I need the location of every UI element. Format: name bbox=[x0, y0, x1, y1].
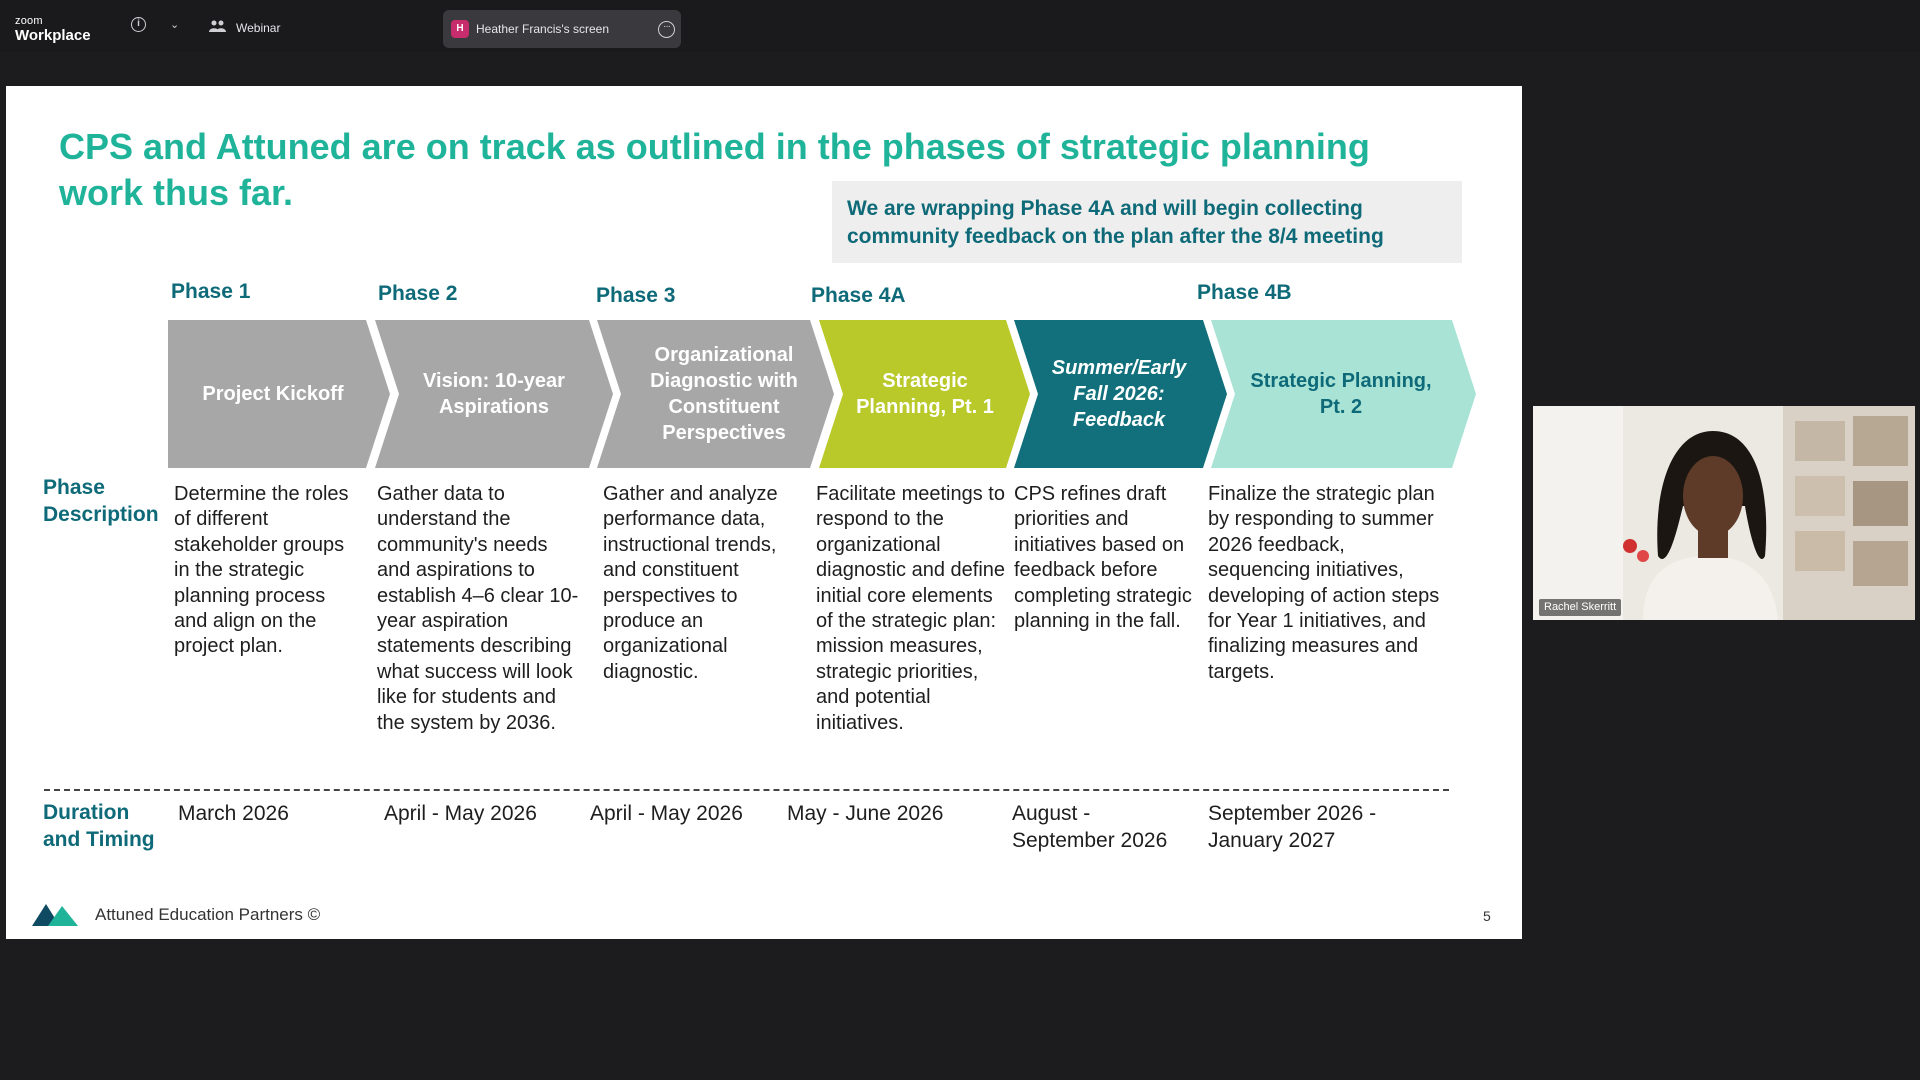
more-options-icon[interactable]: ··· bbox=[658, 21, 675, 38]
phase-label-3: Phase 3 bbox=[596, 284, 676, 307]
description-phase-1: Determine the roles of different stakeho… bbox=[174, 483, 349, 658]
description-phase-2: Gather data to understand the community'… bbox=[377, 483, 579, 734]
participant-video[interactable]: Rachel Skerritt bbox=[1533, 406, 1915, 620]
sharer-avatar: H bbox=[451, 20, 469, 38]
phase-chevron-row bbox=[168, 320, 1476, 468]
phase-label-4a: Phase 4A bbox=[811, 284, 906, 307]
chevron-text-4b: Strategic Planning, Pt. 2 bbox=[1250, 370, 1432, 418]
phase-label-1: Phase 1 bbox=[171, 280, 251, 303]
timing-feedback: August - September 2026 bbox=[1012, 802, 1168, 852]
participant-video-frame bbox=[1533, 406, 1915, 620]
slide-page-number: 5 bbox=[1483, 908, 1491, 924]
webinar-icon bbox=[209, 20, 226, 32]
description-feedback: CPS refines draft priorities and initiat… bbox=[1014, 483, 1192, 633]
chevron-phase-3 bbox=[597, 320, 834, 468]
presentation-slide: CPS and Attuned are on track as outlined… bbox=[6, 86, 1522, 939]
row-label-description: Phase Description bbox=[43, 476, 159, 526]
slide-title: CPS and Attuned are on track as outlined… bbox=[59, 126, 1370, 213]
chevron-text-feedback: Summer/Early Fall 2026: Feedback bbox=[1051, 357, 1187, 431]
timing-phase-4b: September 2026 - January 2027 bbox=[1208, 802, 1377, 852]
meeting-toolbar: zoom Workplace i ⌄ Webinar H Heather Fra… bbox=[0, 0, 1920, 52]
status-callout: We are wrapping Phase 4A and will begin … bbox=[832, 181, 1462, 263]
webinar-label: Webinar bbox=[236, 21, 281, 35]
shared-screen-indicator[interactable]: H Heather Francis's screen ··· bbox=[443, 10, 681, 48]
info-icon[interactable]: i bbox=[131, 17, 146, 32]
chevron-text-4a: Strategic Planning, Pt. 1 bbox=[856, 370, 994, 418]
chevron-down-icon[interactable]: ⌄ bbox=[170, 19, 180, 31]
phase-label-4b: Phase 4B bbox=[1197, 281, 1292, 304]
phase-label-2: Phase 2 bbox=[378, 282, 458, 305]
timing-phase-1: March 2026 bbox=[178, 802, 289, 825]
row-label-timing: Duration and Timing bbox=[43, 801, 155, 851]
description-phase-3: Gather and analyze performance data, ins… bbox=[603, 483, 778, 683]
description-phase-4b: Finalize the strategic plan by respondin… bbox=[1208, 483, 1440, 683]
chevron-text-2: Vision: 10-year Aspirations bbox=[423, 370, 565, 418]
description-phase-4a: Facilitate meetings to respond to the or… bbox=[816, 483, 1006, 734]
chevron-phase-1 bbox=[168, 320, 390, 468]
footer-copyright: Attuned Education Partners © bbox=[95, 905, 321, 924]
dashed-divider bbox=[44, 789, 1449, 791]
attuned-logo-icon bbox=[32, 904, 78, 926]
timing-phase-4a: May - June 2026 bbox=[787, 802, 944, 825]
timing-phase-3: April - May 2026 bbox=[590, 802, 743, 825]
chevron-feedback bbox=[1014, 320, 1227, 468]
logo-top-text: zoom bbox=[15, 15, 43, 27]
participant-name-label: Rachel Skerritt bbox=[1539, 599, 1622, 616]
chevron-phase-4b bbox=[1211, 320, 1476, 468]
chevron-text-3: Organizational Diagnostic with Constitue… bbox=[650, 344, 798, 444]
chevron-phase-4a bbox=[819, 320, 1030, 468]
shared-screen-label: Heather Francis's screen bbox=[476, 22, 610, 36]
logo-bottom-text: Workplace bbox=[15, 27, 91, 44]
chevron-phase-2 bbox=[375, 320, 613, 468]
zoom-workplace-logo: zoom Workplace bbox=[15, 15, 91, 45]
chevron-text-1: Project Kickoff bbox=[202, 383, 344, 405]
timing-phase-2: April - May 2026 bbox=[384, 802, 537, 825]
